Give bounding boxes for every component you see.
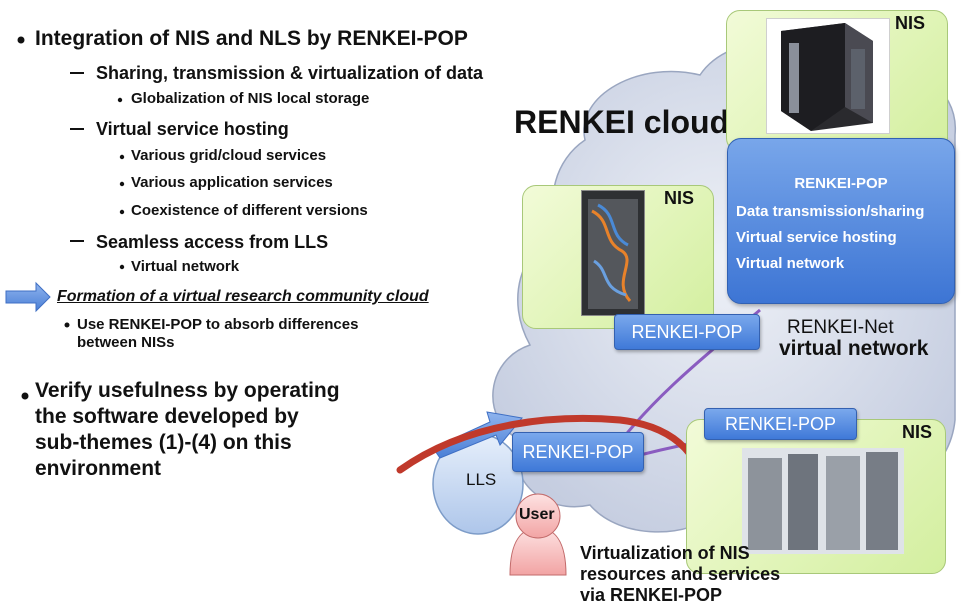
formation-line-1: Use RENKEI-POP to absorb differences (77, 316, 359, 333)
sub-seamless: Seamless access from LLS (96, 232, 329, 252)
sub-item-vnet: Virtual network (131, 258, 240, 275)
popbox-item-3: Virtual network (736, 255, 845, 272)
renkei-pop-lls: RENKEI-POP (512, 432, 644, 472)
nis-label-bottom: NIS (902, 422, 933, 442)
supercomputer-photo (766, 18, 890, 134)
sub-hosting: Virtual service hosting (96, 119, 289, 139)
verify-line-4: environment (35, 457, 162, 480)
sub-item-globalization: Globalization of NIS local storage (131, 90, 370, 107)
nis-label-middle: NIS (664, 188, 695, 208)
bullet-verify: Verify usefulness by operating the softw… (35, 378, 340, 482)
user-label: User (519, 506, 555, 523)
caption-line-2: resources and services (580, 564, 781, 584)
formation-arrow-icon (5, 281, 51, 313)
sub-item-grid: Various grid/cloud services (131, 147, 327, 164)
datacenter-photo (742, 448, 904, 554)
virtualization-caption: Virtualization of NIS resources and serv… (580, 543, 780, 606)
renkei-net-label: RENKEI-Net (787, 317, 894, 338)
renkei-pop-middle: RENKEI-POP (614, 314, 760, 350)
dash-marks (70, 72, 84, 242)
rack-photo (581, 190, 645, 316)
popbox-item-2: Virtual service hosting (736, 229, 897, 246)
bullet-integration: Integration of NIS and NLS by RENKEI-POP (35, 27, 468, 50)
nis-label-top: NIS (895, 13, 926, 33)
verify-line-2: the software developed by (35, 405, 299, 428)
verify-line-3: sub-themes (1)-(4) on this (35, 431, 292, 454)
popbox-item-1: Data transmission/sharing (736, 203, 925, 220)
renkei-cloud-title: RENKEI cloud (514, 104, 730, 140)
sub-item-apps: Various application services (131, 174, 333, 191)
formation-heading: Formation of a virtual research communit… (57, 288, 429, 305)
user-icon (509, 493, 567, 576)
virtual-network-label: virtual network (779, 337, 929, 360)
sub-sharing: Sharing, transmission & virtualization o… (96, 63, 484, 83)
sub-item-versions: Coexistence of different versions (131, 202, 368, 219)
popbox-title: RENKEI-POP (794, 175, 888, 192)
formation-line-2: between NISs (77, 334, 175, 351)
bullet-dots (17, 36, 125, 400)
caption-line-3: via RENKEI-POP (580, 585, 723, 605)
lls-label: LLS (466, 470, 497, 489)
verify-line-1: Verify usefulness by operating (35, 379, 340, 402)
renkei-pop-info-box: RENKEI-POP Data transmission/sharing Vir… (727, 138, 955, 304)
caption-line-1: Virtualization of NIS (580, 543, 750, 563)
renkei-pop-bottom: RENKEI-POP (704, 408, 857, 440)
